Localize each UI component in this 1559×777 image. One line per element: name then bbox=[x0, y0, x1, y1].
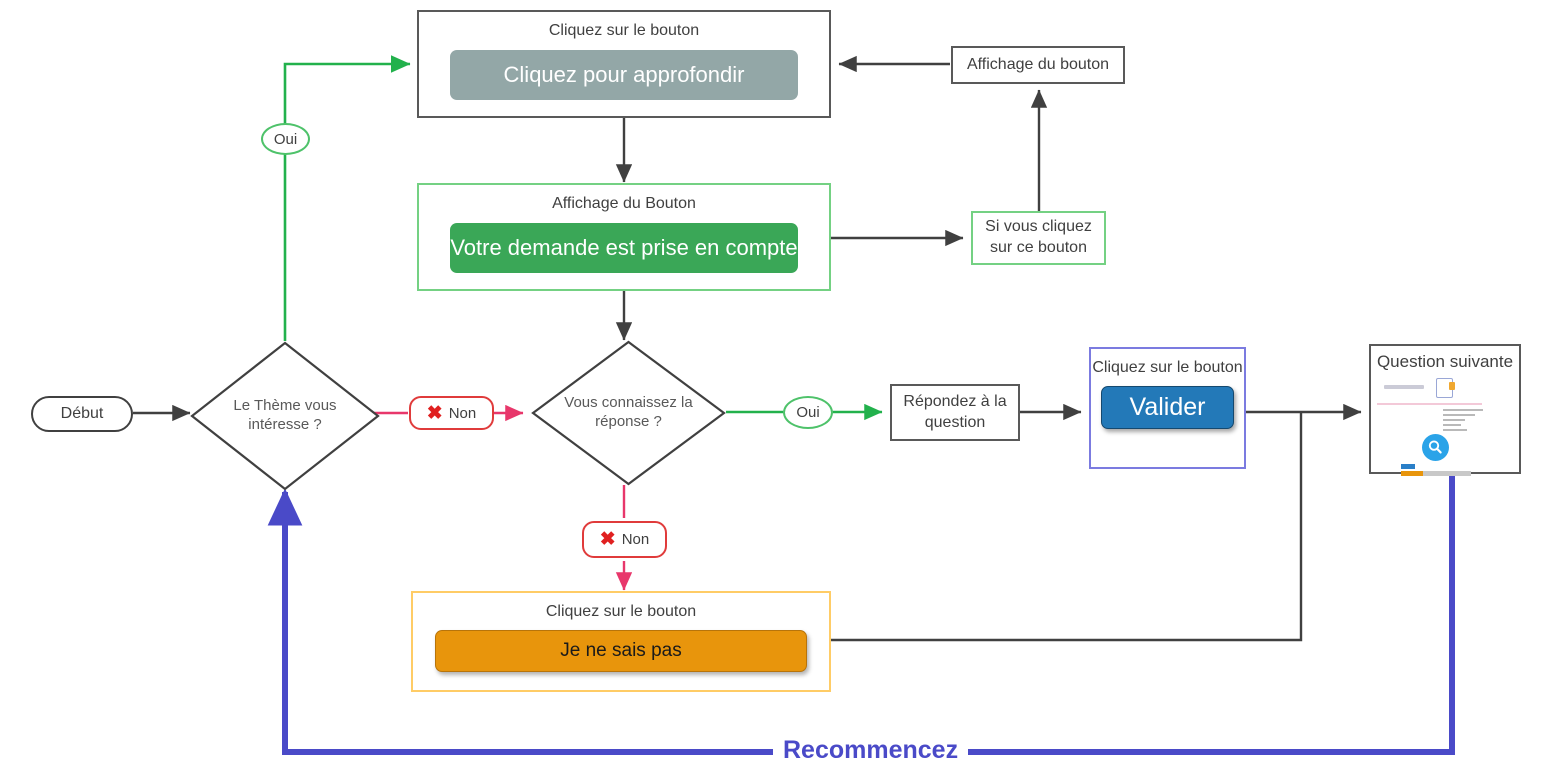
panel-je-ne-sais-pas: Cliquez sur le bouton Je ne sais pas bbox=[411, 591, 831, 692]
edge-label-oui-theme: Oui bbox=[261, 123, 310, 155]
thumbnail-option bbox=[1443, 414, 1475, 417]
panel-approfondir-caption: Cliquez sur le bouton bbox=[548, 22, 700, 39]
box-si-vous-cliquez-sur-ce-bouton: Si vous cliquez sur ce bouton bbox=[971, 211, 1106, 265]
start-terminator: Début bbox=[31, 396, 133, 432]
thumbnail-progress-bar bbox=[1401, 471, 1471, 477]
edge-label-non-reponse-text: Non bbox=[621, 531, 650, 548]
edge-label-oui-reponse: Oui bbox=[783, 396, 833, 429]
panel-valider-caption: Cliquez sur le bouton bbox=[1092, 359, 1243, 376]
thumbnail-question-line bbox=[1384, 385, 1424, 390]
edge-label-recommencez: Recommencez bbox=[773, 736, 969, 765]
panel-prise-en-compte-caption: Affichage du Bouton bbox=[552, 195, 696, 212]
je-ne-sais-pas-button[interactable]: Je ne sais pas bbox=[435, 630, 807, 672]
decision-theme-label: Le Thème vous intéresse ? bbox=[233, 397, 337, 433]
cliquez-pour-approfondir-button[interactable]: Cliquez pour approfondir bbox=[450, 50, 798, 100]
cross-icon: ✖ bbox=[426, 402, 443, 424]
thumbnail-option bbox=[1443, 419, 1465, 422]
decision-answer-label: Vous connaissez la réponse ? bbox=[564, 394, 693, 430]
thumbnail-divider bbox=[1377, 403, 1482, 406]
thumbnail-option bbox=[1443, 429, 1467, 432]
decision-le-theme-vous-interesse: Le Thème vous intéresse ? bbox=[190, 341, 380, 491]
panel-cliquez-pour-approfondir: Cliquez sur le bouton Cliquez pour appro… bbox=[417, 10, 831, 118]
valider-button[interactable]: Valider bbox=[1101, 386, 1234, 429]
box-question-suivante: Question suivante bbox=[1369, 344, 1521, 477]
cross-icon: ✖ bbox=[599, 529, 616, 550]
thumbnail-option bbox=[1443, 424, 1461, 427]
diamond-shape-theme bbox=[190, 341, 380, 491]
edge-label-non-theme-text: Non bbox=[448, 404, 477, 422]
votre-demande-est-prise-en-compte-button[interactable]: Votre demande est prise en compte bbox=[450, 223, 798, 273]
box-repondez-a-la-question: Répondez à la question bbox=[890, 384, 1020, 441]
edge-label-non-theme: ✖ Non bbox=[409, 396, 494, 430]
document-icon bbox=[1436, 378, 1455, 399]
panel-valider: Cliquez sur le bouton Valider bbox=[1089, 347, 1246, 469]
question-preview-thumbnail bbox=[1371, 372, 1519, 477]
thumbnail-option-list bbox=[1443, 409, 1483, 434]
search-icon bbox=[1422, 434, 1449, 462]
decision-vous-connaissez-la-reponse: Vous connaissez la réponse ? bbox=[531, 340, 726, 486]
question-suivante-title: Question suivante bbox=[1376, 352, 1514, 371]
edge-je-ne-sais-pas-to-question-suivante bbox=[831, 412, 1303, 642]
edge-label-non-reponse: ✖ Non bbox=[582, 521, 667, 558]
panel-je-ne-sais-pas-caption: Cliquez sur le bouton bbox=[545, 603, 697, 620]
thumbnail-option bbox=[1443, 409, 1483, 412]
thumbnail-tab bbox=[1401, 464, 1415, 470]
box-affichage-du-bouton: Affichage du bouton bbox=[951, 46, 1125, 84]
diamond-shape-answer bbox=[531, 340, 726, 486]
edge-theme-oui-to-approfondir bbox=[283, 55, 411, 341]
panel-votre-demande-prise-en-compte: Affichage du Bouton Votre demande est pr… bbox=[417, 183, 831, 291]
